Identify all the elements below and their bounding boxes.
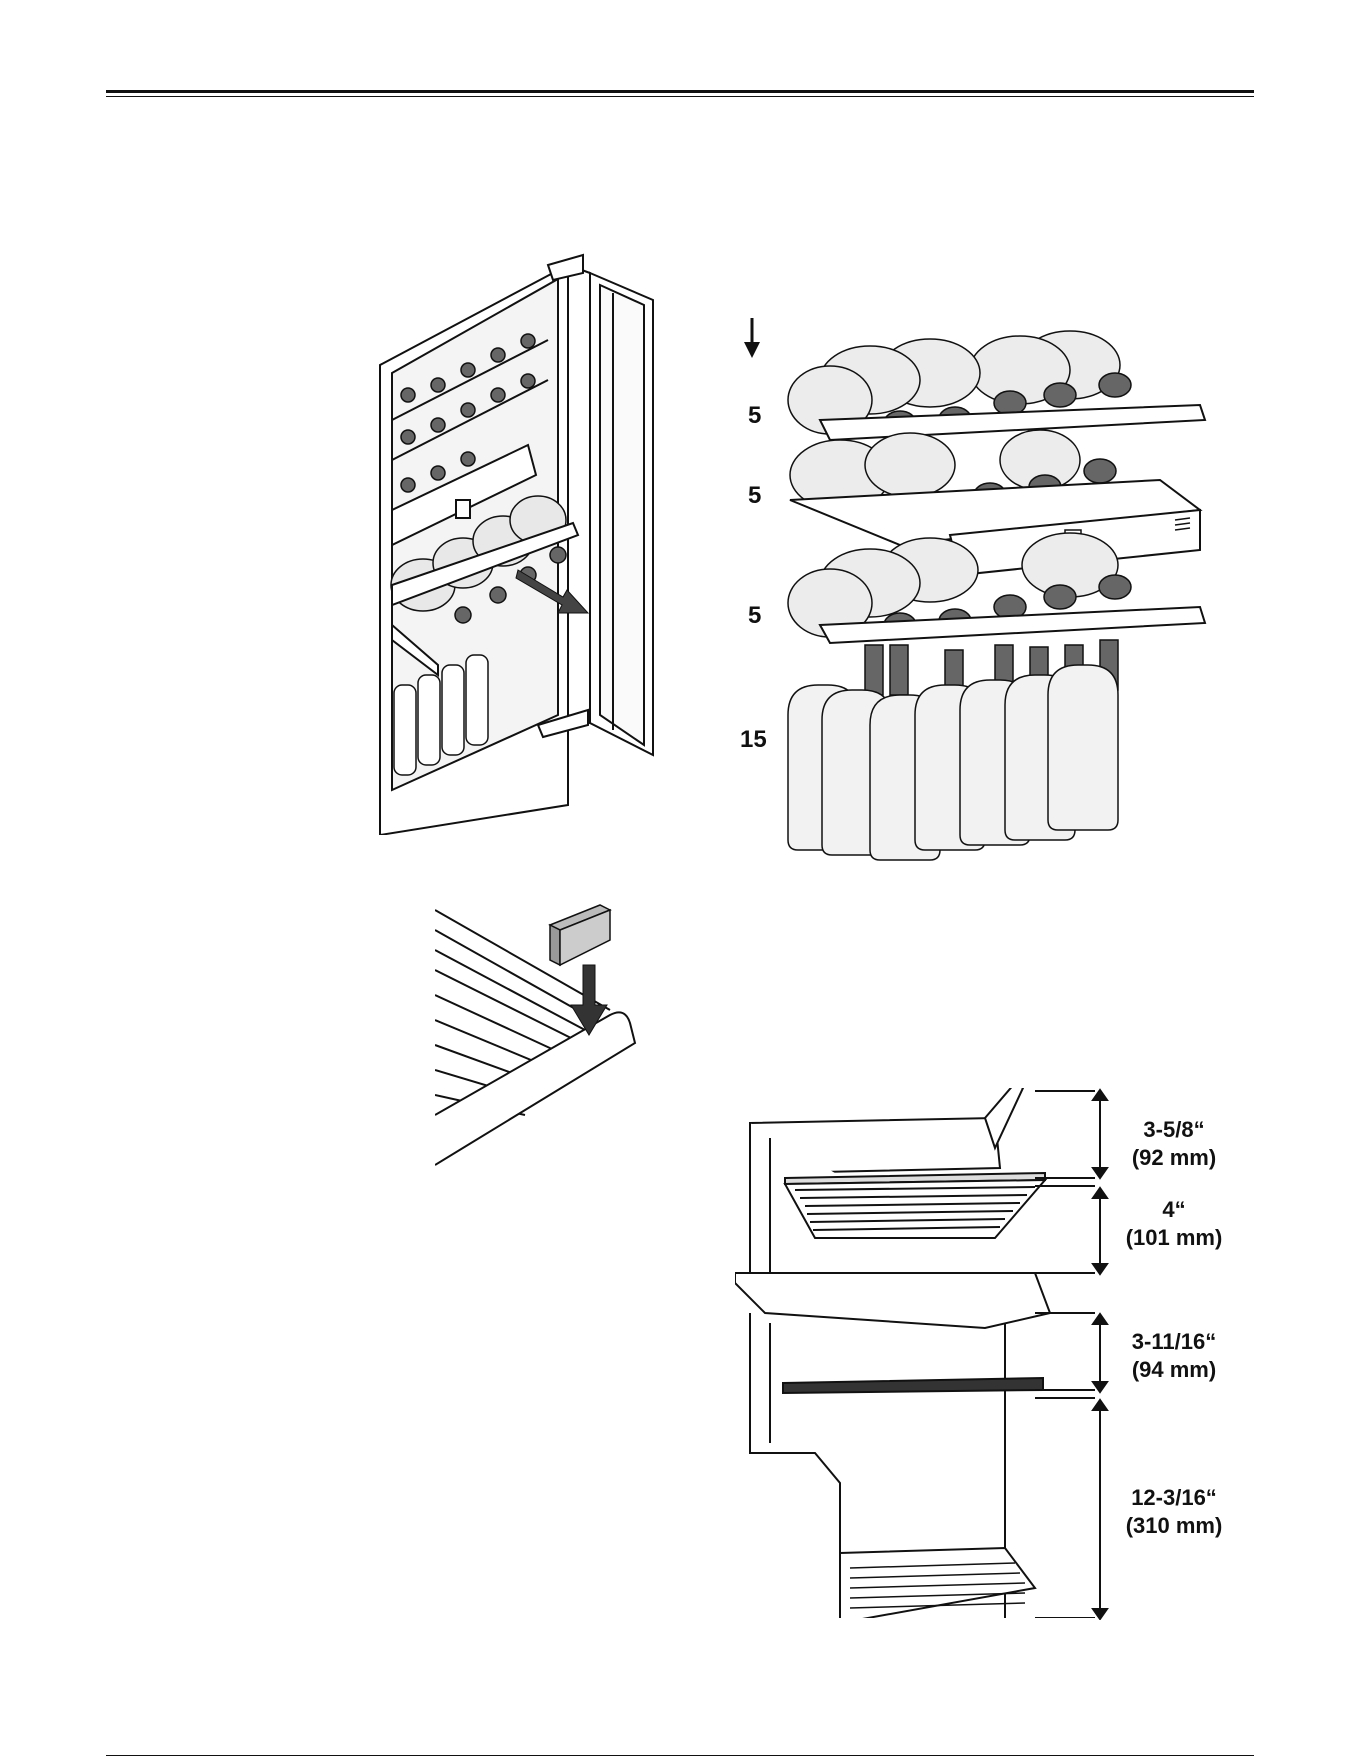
dimension-3-metric: (94 mm) bbox=[1114, 1356, 1234, 1384]
dimension-1-metric: (92 mm) bbox=[1114, 1144, 1234, 1172]
dimension-3: 3-11/16“ (94 mm) bbox=[1114, 1328, 1234, 1384]
footer-rule bbox=[106, 1755, 1254, 1756]
header-rule-thick bbox=[106, 90, 1254, 93]
capacity-label-shelf-2: 5 bbox=[748, 482, 761, 510]
dimension-1: 3-5/8“ (92 mm) bbox=[1114, 1116, 1234, 1172]
dimension-4-imperial: 12-3/16“ bbox=[1114, 1484, 1234, 1512]
capacity-label-shelf-3: 5 bbox=[748, 602, 761, 630]
wine-cabinet-open-icon bbox=[368, 245, 658, 835]
dimension-2: 4“ (101 mm) bbox=[1114, 1196, 1234, 1252]
capacity-label-shelf-1: 5 bbox=[748, 402, 761, 430]
header-rule-thin bbox=[106, 96, 1254, 97]
dimension-4-metric: (310 mm) bbox=[1114, 1512, 1234, 1540]
cabinet-section-icon bbox=[735, 1088, 1095, 1618]
dimension-2-imperial: 4“ bbox=[1114, 1196, 1234, 1224]
dimension-2-metric: (101 mm) bbox=[1114, 1224, 1234, 1252]
wine-stack-illustration-icon bbox=[780, 325, 1220, 885]
shelf-clip-icon bbox=[435, 895, 665, 1170]
dimension-1-imperial: 3-5/8“ bbox=[1114, 1116, 1234, 1144]
capacity-label-floor: 15 bbox=[740, 726, 767, 754]
dimension-4: 12-3/16“ (310 mm) bbox=[1114, 1484, 1234, 1540]
dimension-arrows-icon bbox=[1085, 1088, 1115, 1620]
arrow-down-icon bbox=[738, 318, 766, 362]
dimension-3-imperial: 3-11/16“ bbox=[1114, 1328, 1234, 1356]
